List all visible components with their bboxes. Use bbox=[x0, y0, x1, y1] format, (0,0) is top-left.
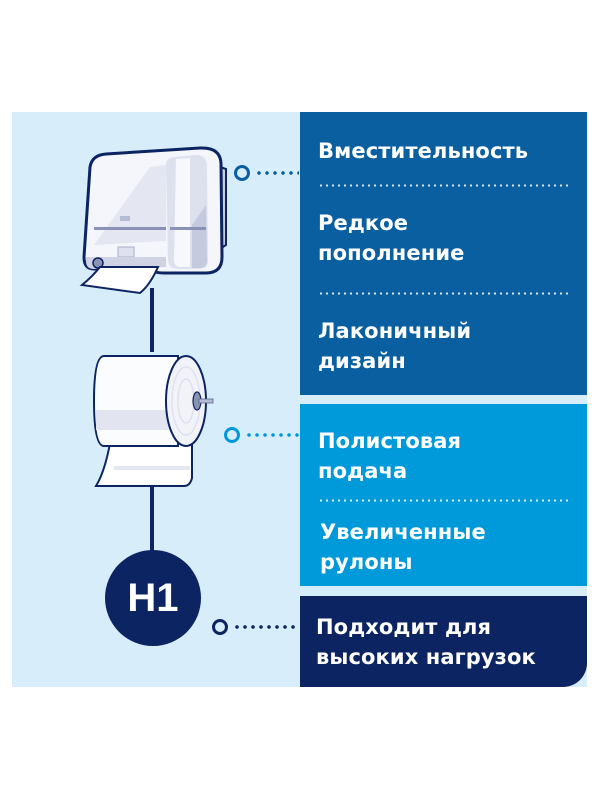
feature-capacity: Вместительность bbox=[318, 139, 529, 163]
ring-icon bbox=[212, 619, 228, 635]
system-features-panel: Подходит для высоких нагрузок bbox=[300, 596, 587, 687]
feature-sheet-dispensing: Полистовая подача bbox=[318, 429, 462, 483]
dotted-leader bbox=[255, 171, 299, 175]
dotted-separator bbox=[318, 292, 570, 295]
roll-features-panel: Полистовая подача Увеличенные рулоны bbox=[300, 404, 587, 586]
feature-rare-refill: Редкое пополнение bbox=[318, 211, 465, 265]
badge-label: H1 bbox=[127, 575, 179, 620]
feature-large-rolls: Увеличенные рулоны bbox=[320, 520, 486, 574]
connector-system bbox=[212, 619, 299, 635]
paper-towel-roll-icon bbox=[92, 355, 214, 487]
feature-high-traffic: Подходит для высоких нагрузок bbox=[316, 615, 536, 669]
system-badge-icon: H1 bbox=[105, 550, 201, 646]
connector-line-bottom bbox=[150, 484, 154, 552]
feature-laconic-design: Лаконичный дизайн bbox=[318, 319, 472, 373]
connector-line-top bbox=[150, 288, 154, 352]
dotted-leader bbox=[245, 433, 299, 437]
dotted-separator bbox=[318, 499, 570, 502]
connector-dispenser bbox=[234, 165, 299, 181]
paper-towel-dispenser-icon bbox=[79, 146, 227, 295]
dotted-leader bbox=[233, 625, 299, 629]
connector-roll bbox=[224, 427, 299, 443]
dispenser-features-panel: Вместительность Редкое пополнение Лакони… bbox=[300, 112, 587, 395]
dotted-separator bbox=[318, 184, 570, 187]
ring-icon bbox=[234, 165, 250, 181]
ring-icon bbox=[224, 427, 240, 443]
